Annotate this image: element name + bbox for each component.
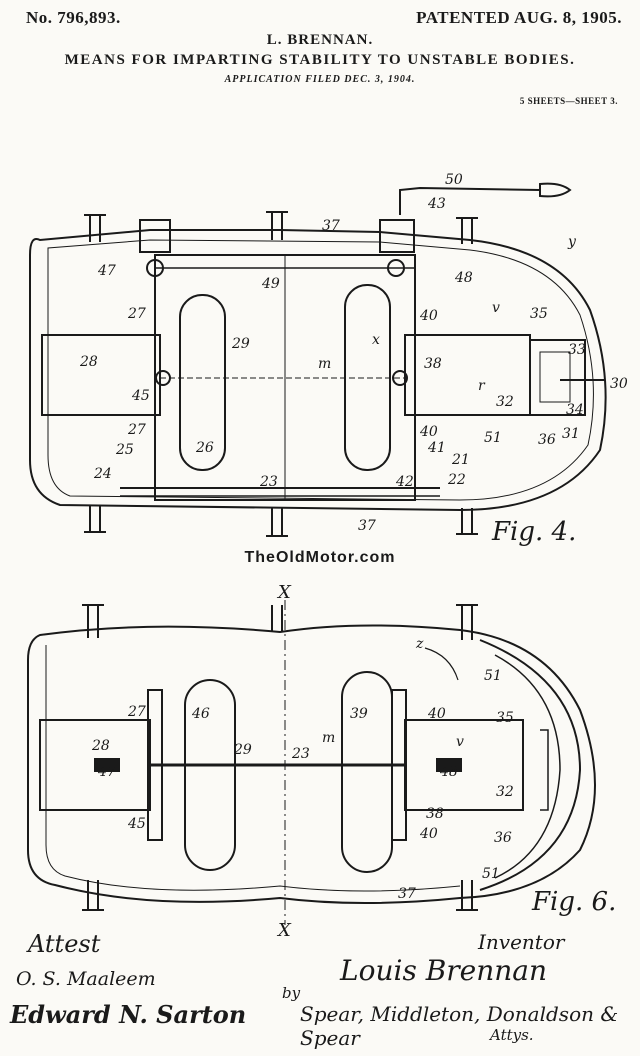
svg-text:25: 25: [115, 442, 134, 458]
svg-text:48: 48: [454, 270, 473, 286]
attest-label: Attest: [28, 930, 101, 958]
svg-text:47: 47: [97, 263, 116, 279]
attorneys-abbreviation: Attys.: [490, 1026, 534, 1044]
inventor-name: L. BRENNAN.: [266, 32, 374, 48]
svg-text:51: 51: [484, 430, 502, 446]
watermark: TheOldMotor.com: [244, 549, 396, 566]
svg-text:26: 26: [195, 440, 214, 456]
svg-text:48: 48: [439, 764, 458, 780]
hull-inner: [47, 239, 594, 501]
svg-text:41: 41: [427, 440, 446, 456]
crank-handle: [399, 182, 572, 215]
gyro-wheel-right: [341, 671, 393, 873]
svg-text:45: 45: [127, 816, 146, 832]
svg-text:47: 47: [97, 764, 116, 780]
svg-text:42: 42: [395, 474, 414, 490]
svg-text:46: 46: [191, 706, 210, 722]
hull-outline: [29, 229, 607, 512]
hull-outline: [27, 624, 596, 904]
svg-text:28: 28: [91, 738, 110, 754]
svg-text:m: m: [322, 730, 335, 746]
svg-text:38: 38: [426, 806, 444, 822]
application-filed: APPLICATION FILED DEC. 3, 1904.: [224, 74, 416, 85]
svg-text:v: v: [456, 734, 464, 750]
svg-text:31: 31: [562, 426, 580, 442]
svg-text:y: y: [567, 234, 577, 250]
svg-text:39: 39: [350, 706, 368, 722]
patent-number: No. 796,893.: [26, 8, 121, 27]
attorneys-signature: Spear, Middleton, Donaldson & Spear: [300, 1002, 619, 1050]
svg-text:45: 45: [131, 388, 150, 404]
svg-text:24: 24: [93, 466, 112, 482]
svg-text:51: 51: [484, 668, 502, 684]
svg-text:40: 40: [419, 308, 438, 324]
svg-text:36: 36: [494, 830, 512, 846]
svg-text:35: 35: [530, 306, 548, 322]
svg-text:32: 32: [496, 784, 514, 800]
svg-text:36: 36: [538, 432, 556, 448]
svg-text:z: z: [415, 636, 424, 652]
sheet-count: 5 SHEETS—SHEET 3.: [519, 96, 618, 106]
svg-text:28: 28: [79, 354, 98, 370]
fig4-caption: Fig. 4.: [491, 517, 576, 547]
svg-text:50: 50: [445, 172, 463, 188]
svg-text:51: 51: [482, 866, 500, 882]
gyro-wheel-left: [184, 679, 236, 871]
patent-title: MEANS FOR IMPARTING STABILITY TO UNSTABL…: [64, 52, 576, 68]
inventor-role-label: Inventor: [478, 930, 565, 954]
inventor-signature: Louis Brennan: [340, 954, 548, 987]
svg-text:v: v: [492, 300, 500, 316]
hull-inner: [45, 645, 461, 892]
svg-text:m: m: [318, 356, 331, 372]
casing-left: [41, 334, 161, 416]
flanges: [82, 604, 478, 911]
section-mark-top: X: [276, 582, 292, 603]
gyro-wheel-left: [179, 294, 226, 471]
patented-date: PATENTED AUG. 8, 1905.: [416, 8, 622, 27]
svg-text:40: 40: [427, 706, 446, 722]
figure-4-drawing: 50 43 37 y 47 48 49 27 40 35 v 29 x m 28…: [29, 172, 628, 547]
svg-text:23: 23: [291, 746, 310, 762]
flanges: [84, 211, 478, 537]
fig6-caption: Fig. 6.: [531, 887, 616, 917]
svg-text:x: x: [372, 332, 380, 348]
svg-text:27: 27: [127, 306, 146, 322]
figure-6-drawing: X X z 51 27 46 39 40 35 28 29 23 m v 47 …: [27, 582, 616, 940]
witness-signature-2: Edward N. Sarton: [10, 1000, 247, 1029]
svg-text:35: 35: [496, 710, 514, 726]
svg-text:33: 33: [568, 342, 586, 358]
svg-text:r: r: [478, 378, 486, 394]
fig4-labels: 50 43 37 y 47 48 49 27 40 35 v 29 x m 28…: [79, 172, 628, 534]
svg-text:40: 40: [419, 424, 438, 440]
svg-text:27: 27: [127, 704, 146, 720]
svg-text:37: 37: [322, 218, 340, 234]
section-mark-bottom: X: [276, 920, 292, 940]
fig6-labels: z 51 27 46 39 40 35 28 29 23 m v 47 48 3…: [91, 636, 514, 902]
svg-text:37: 37: [358, 518, 376, 534]
svg-text:40: 40: [419, 826, 438, 842]
svg-text:22: 22: [447, 472, 466, 488]
svg-text:43: 43: [427, 196, 446, 212]
svg-text:38: 38: [424, 356, 442, 372]
svg-text:29: 29: [231, 336, 250, 352]
svg-text:34: 34: [566, 402, 584, 418]
svg-text:49: 49: [261, 276, 280, 292]
svg-text:32: 32: [496, 394, 514, 410]
by-label: by: [282, 984, 301, 1002]
svg-text:37: 37: [398, 886, 416, 902]
svg-text:23: 23: [259, 474, 278, 490]
svg-text:29: 29: [233, 742, 252, 758]
svg-text:30: 30: [610, 376, 628, 392]
svg-text:21: 21: [451, 452, 470, 468]
svg-text:27: 27: [127, 422, 146, 438]
witness-signature-1: O. S. Maaleem: [16, 968, 156, 990]
